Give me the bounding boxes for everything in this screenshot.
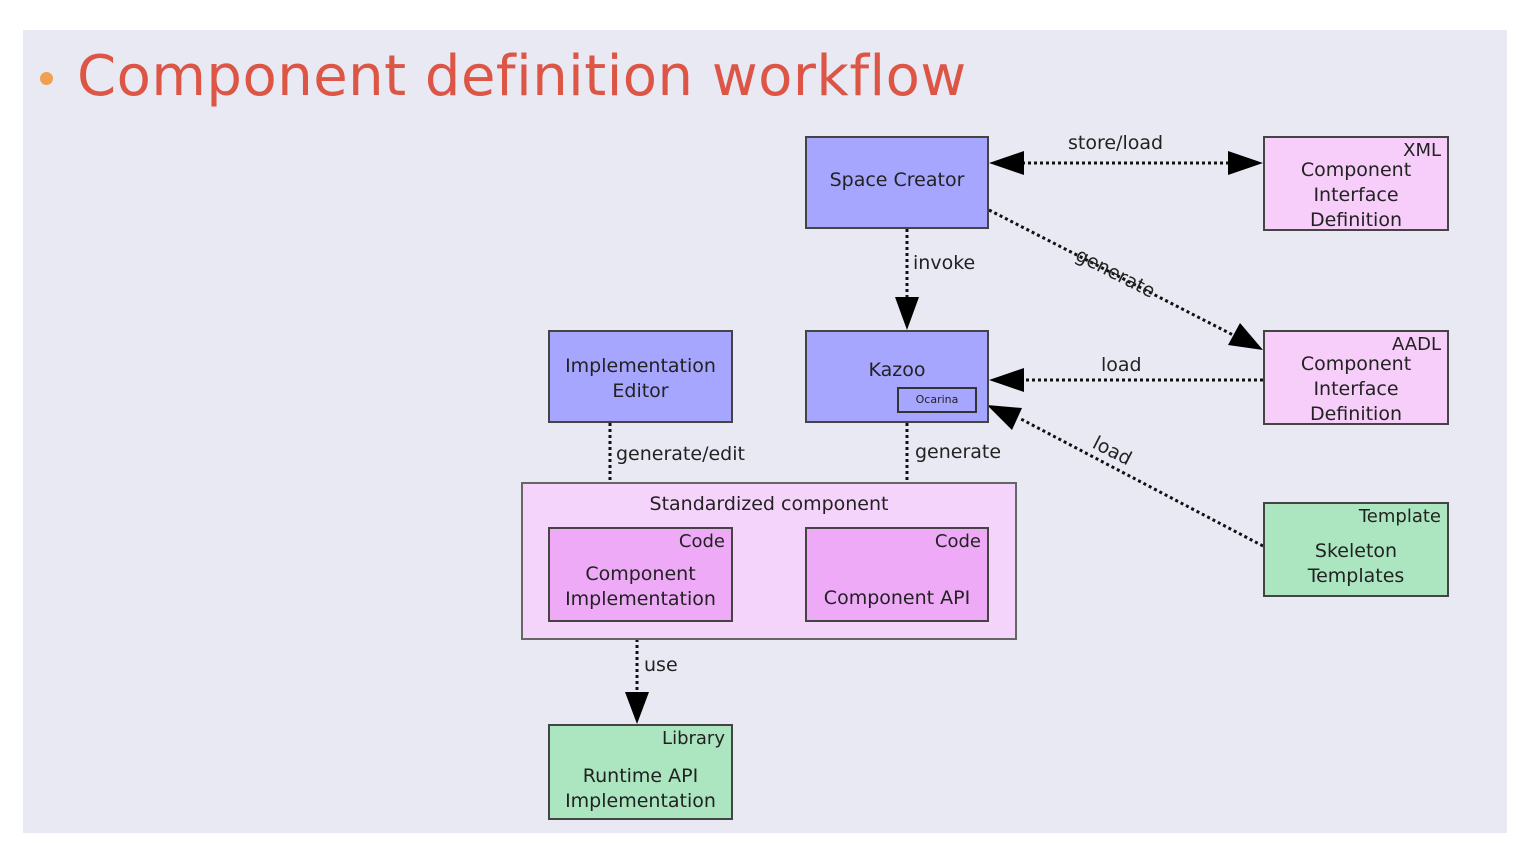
arrowhead-generate-aadl [1228,323,1263,350]
xml-label-line1: Component [1300,159,1412,181]
xml-label-line3: Definition [1309,209,1402,231]
aadl-label-line1: Component [1300,353,1412,375]
arrowhead-store-right [1228,151,1263,175]
template-label-line1: Skeleton [1314,540,1398,562]
aadl-label-line3: Definition [1309,403,1402,425]
code-api-label: Component API [823,587,971,609]
template-tag: Template [1358,506,1441,527]
code-implementation-line2: Implementation [565,588,716,610]
xml-tag: XML [1403,140,1441,161]
arrowhead-load-template [987,405,1022,430]
edge-label-generate-edit: generate/edit [616,443,745,465]
space-creator-node: Space Creator [805,136,989,229]
library-label-line1: Runtime API [582,765,699,787]
edge-load-template [1018,416,1264,548]
library-label-line2: Implementation [565,790,716,812]
code-implementation-tag: Code [678,531,725,552]
edge-label-load-aadl: load [1101,354,1142,376]
implementation-editor-line1: Implementation [565,355,716,377]
template-node: Template Skeleton Templates [1263,502,1449,597]
space-creator-label: Space Creator [829,169,965,191]
arrowhead-use [625,692,649,724]
ocarina-label: Ocarina [897,387,977,413]
template-label-line2: Templates [1307,565,1405,587]
edge-label-generate-api: generate [915,441,1002,463]
edge-generate-aadl [988,208,1236,338]
library-tag: Library [662,728,725,749]
implementation-editor-node: Implementation Editor [548,330,733,423]
arrowhead-invoke [895,297,919,330]
bullet-icon [40,71,53,85]
aadl-definition-node: AADL Component Interface Definition [1263,330,1449,425]
aadl-label-line2: Interface [1313,378,1399,400]
edge-label-use: use [644,654,678,676]
kazoo-label: Kazoo [868,359,926,381]
code-implementation-line1: Component [585,563,696,585]
code-implementation-node: Code Component Implementation [548,527,733,622]
aadl-tag: AADL [1391,334,1441,355]
implementation-editor-line2: Editor [612,380,669,402]
edge-label-invoke: invoke [913,252,976,274]
xml-label-line2: Interface [1313,184,1399,206]
edge-label-store-load: store/load [1068,132,1164,154]
xml-definition-node: XML Component Interface Definition [1263,136,1449,231]
slide-title: Component definition workflow [77,43,967,109]
code-api-node: Code Component API [805,527,989,622]
code-api-tag: Code [934,531,981,552]
arrowhead-load-aadl [989,368,1024,392]
kazoo-node: Kazoo Ocarina [805,330,989,423]
library-node: Library Runtime API Implementation [548,724,733,820]
title-row: Component definition workflow [40,36,967,116]
standardized-component-label: Standardized component [649,493,889,515]
arrowhead-store-left [989,151,1024,175]
